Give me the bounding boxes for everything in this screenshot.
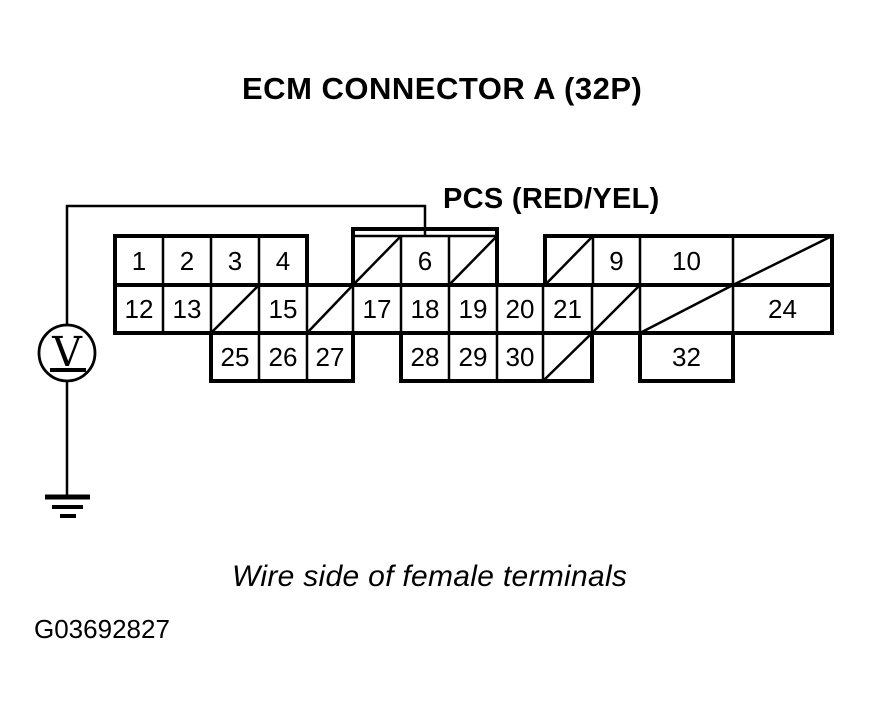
wire-signal-label: PCS (RED/YEL) [443,183,660,215]
pin-cell-3: 3 [227,245,243,276]
pin-cell-15: 15 [268,294,298,324]
pin-cell-27: 27 [315,342,345,372]
pin-cell-25: 25 [220,342,250,372]
pin-block-25-27 [209,331,355,383]
pin-cell-10: 10 [672,245,701,276]
pin-cell-9: 9 [609,245,624,276]
ground-icon [45,494,90,518]
pin-cell-26: 26 [268,342,298,372]
pin-cell-20: 20 [505,294,535,324]
voltmeter-icon: V [37,323,97,383]
pin-block-32 [638,331,735,383]
pin-cell-24: 24 [768,294,797,324]
pin-cell-1: 1 [131,245,147,276]
connector-grid [113,227,834,383]
pin-cell-12: 12 [124,294,154,324]
page-title: ECM CONNECTOR A (32P) [242,71,643,106]
pin-cell-6: 6 [417,245,433,276]
pin-cell-13: 13 [172,294,202,324]
pcs-test-wire [65,204,427,497]
pin-cell-17: 17 [362,294,392,324]
pin-cell-29: 29 [458,342,488,372]
pin-cell-21: 21 [553,294,582,324]
figure-id: G03692827 [34,614,170,644]
diagram-caption: Wire side of female terminals [232,560,628,593]
pin-cell-19: 19 [458,294,488,324]
pin-cell-18: 18 [410,294,440,324]
pin-cell-28: 28 [410,342,440,372]
pin-cell-2: 2 [179,245,195,276]
pin-cell-30: 30 [505,342,535,372]
wire-to-pin-6 [65,204,427,326]
crossed-cells [210,234,833,382]
pin-cell-4: 4 [275,245,291,276]
pin-cell-32: 32 [672,342,701,372]
